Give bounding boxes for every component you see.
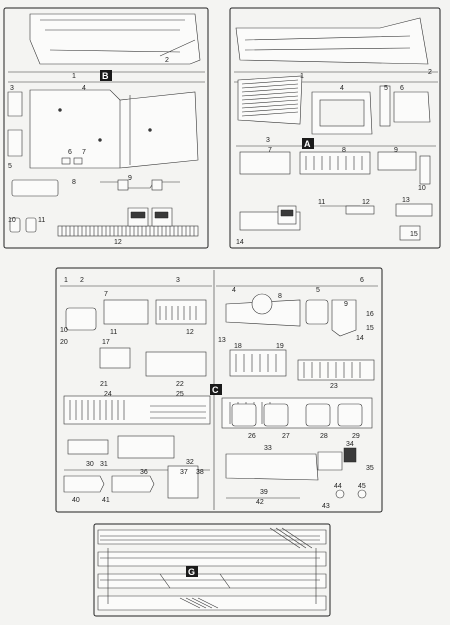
part-number: 22 <box>176 381 184 388</box>
part-number: 9 <box>344 301 348 308</box>
part-number: 6 <box>400 85 404 92</box>
part-number: 1 <box>300 73 304 80</box>
part-number: 36 <box>140 469 148 476</box>
part-number: 4 <box>340 85 344 92</box>
part-number: 40 <box>72 497 80 504</box>
part-number: 39 <box>260 489 268 496</box>
part-number: 3 <box>10 85 14 92</box>
part-number: 15 <box>366 325 374 332</box>
part-number: 7 <box>82 149 86 156</box>
part-number: 13 <box>402 197 410 204</box>
sprue-b: B 1 2 3 4 5 6 7 8 9 10 11 12 <box>3 7 209 249</box>
part-number: 6 <box>360 277 364 284</box>
part-number: 7 <box>104 291 108 298</box>
part-number: 37 <box>180 469 188 476</box>
part-number: 5 <box>384 85 388 92</box>
part-number: 3 <box>176 277 180 284</box>
part-number: 2 <box>165 57 169 64</box>
part-number: 11 <box>110 329 117 336</box>
part-number: 23 <box>330 383 338 390</box>
part-number: 29 <box>352 433 360 440</box>
part-number: 18 <box>234 343 242 350</box>
part-number: 3 <box>266 137 270 144</box>
part-number: 33 <box>264 445 272 452</box>
sprue-g-badge: G <box>188 567 195 577</box>
part-number: 19 <box>276 343 284 350</box>
part-number: 43 <box>322 503 330 510</box>
part-number: 12 <box>362 199 370 206</box>
part-number: 17 <box>102 339 110 346</box>
sprue-a-badge: A <box>304 139 311 149</box>
part-number: 14 <box>236 239 244 246</box>
part-number: 21 <box>100 381 108 388</box>
part-number: 4 <box>232 287 236 294</box>
part-number: 41 <box>102 497 110 504</box>
part-number: 30 <box>86 461 94 468</box>
sprue-a: A 1 2 3 4 5 6 7 8 9 10 11 12 13 14 15 <box>229 7 441 249</box>
part-number: 8 <box>278 293 282 300</box>
part-number: 12 <box>186 329 194 336</box>
part-number: 35 <box>366 465 374 472</box>
part-number: 32 <box>186 459 194 466</box>
sprue-b-badge: B <box>102 71 109 81</box>
part-number: 8 <box>72 179 76 186</box>
part-number: 7 <box>268 147 272 154</box>
part-number: 10 <box>418 185 426 192</box>
part-number: 4 <box>82 85 86 92</box>
part-number: 24 <box>104 391 112 398</box>
part-number: 16 <box>366 311 374 318</box>
part-number: 1 <box>64 277 68 284</box>
part-number: 10 <box>8 217 16 224</box>
part-number: 9 <box>128 175 132 182</box>
part-number: 44 <box>334 483 342 490</box>
part-number: 28 <box>320 433 328 440</box>
part-number: 5 <box>8 163 12 170</box>
part-number: 42 <box>256 499 264 506</box>
part-number: 2 <box>428 69 432 76</box>
part-number: 11 <box>318 199 325 206</box>
part-number: 45 <box>358 483 366 490</box>
part-number: 13 <box>218 337 226 344</box>
part-number: 9 <box>394 147 398 154</box>
part-number: 8 <box>342 147 346 154</box>
part-number: 11 <box>38 217 45 224</box>
part-number: 6 <box>68 149 72 156</box>
part-number: 2 <box>80 277 84 284</box>
part-number: 34 <box>346 441 354 448</box>
part-number: 14 <box>356 335 364 342</box>
part-number: 26 <box>248 433 256 440</box>
part-number: 20 <box>60 339 68 346</box>
part-number: 25 <box>176 391 184 398</box>
part-number: 12 <box>114 239 122 246</box>
part-number: 38 <box>196 469 204 476</box>
part-number: 5 <box>316 287 320 294</box>
part-number: 15 <box>410 231 418 238</box>
part-number: 10 <box>60 327 68 334</box>
sprue-g: G <box>93 523 331 617</box>
part-number: 27 <box>282 433 290 440</box>
sprue-c: C 1 2 3 4 5 6 7 8 9 10 11 12 13 14 15 16… <box>55 267 383 513</box>
part-number: 31 <box>100 461 108 468</box>
sprue-c-badge: C <box>212 385 219 395</box>
part-number: 1 <box>72 73 76 80</box>
